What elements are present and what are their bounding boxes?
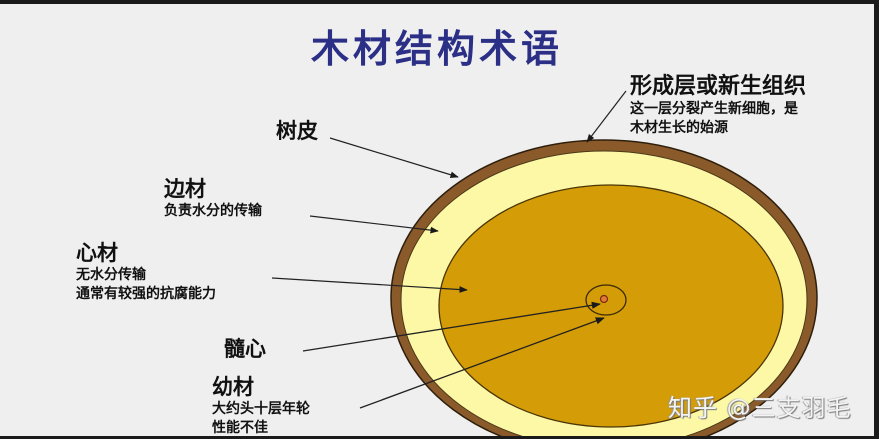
juvenile-wood-label: 幼材 大约头十层年轮 性能不佳 — [212, 374, 310, 436]
diagram-canvas: 木材结构术语 形成层或新生组织 这一层分裂产生新细胞，是 木材生长的始源 树皮 … — [0, 4, 874, 436]
pith-dot — [599, 294, 609, 304]
sapwood-heading: 边材 — [164, 177, 206, 201]
sapwood-description: 负责水分的传输 — [164, 203, 262, 219]
cambium-arrow — [586, 90, 627, 143]
heartwood-description-line2: 通常有较强的抗腐能力 — [76, 286, 216, 302]
watermark: 知乎 @三支羽毛 — [668, 394, 852, 422]
bark-label: 树皮 — [276, 118, 318, 144]
heartwood-heading: 心材 — [76, 241, 118, 265]
cambium-heading: 形成层或新生组织 — [630, 74, 807, 99]
juvenile-wood-ring — [585, 284, 627, 316]
cambium-description-line2: 木材生长的始源 — [630, 120, 728, 136]
heartwood-area — [438, 184, 784, 428]
bark-heading: 树皮 — [276, 119, 318, 143]
juvenile-wood-description-line1: 大约头十层年轮 — [212, 401, 310, 417]
juvenile-wood-description-line2: 性能不佳 — [212, 420, 268, 436]
cambium-description-line1: 这一层分裂产生新细胞，是 — [630, 101, 798, 117]
cambium-label: 形成层或新生组织 这一层分裂产生新细胞，是 木材生长的始源 — [630, 74, 806, 138]
juvenile-wood-heading: 幼材 — [212, 375, 254, 399]
heartwood-arrow — [271, 277, 468, 293]
diagram-title: 木材结构术语 — [310, 27, 563, 71]
pith-arrow — [302, 301, 601, 352]
wood-cross-section-diagram — [271, 90, 818, 436]
pith-label: 髓心 — [224, 336, 266, 362]
heartwood-label: 心材 无水分传输 通常有较强的抗腐能力 — [76, 240, 216, 304]
pith-heading: 髓心 — [224, 337, 266, 361]
juvenile-wood-arrow — [359, 317, 605, 409]
sapwood-label: 边材 负责水分的传输 — [164, 176, 262, 221]
sapwood-arrow — [309, 215, 439, 234]
heartwood-description-line1: 无水分传输 — [76, 267, 146, 283]
bark-arrow — [329, 137, 459, 179]
